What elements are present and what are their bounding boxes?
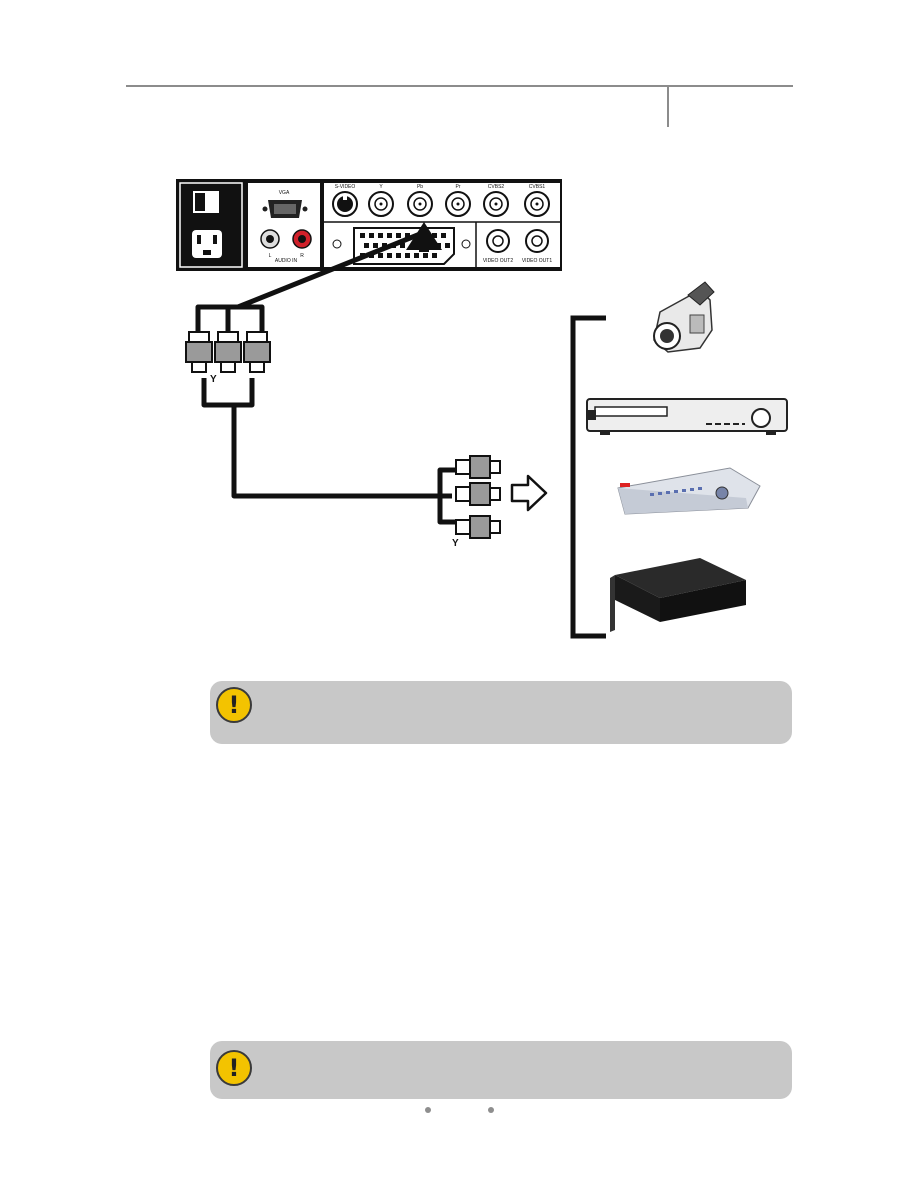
bnc-pr-port-icon bbox=[445, 191, 471, 217]
audio-right-label: R bbox=[300, 253, 304, 259]
audio-left-label: L bbox=[269, 253, 272, 259]
warning-icon: ! bbox=[216, 687, 252, 723]
bnc-plug-icon bbox=[214, 331, 242, 373]
bnc-plug-icon bbox=[243, 331, 271, 373]
vga-label: VGA bbox=[279, 190, 290, 196]
bnc-plug-icon bbox=[185, 331, 213, 373]
bnc-plug-group-top: Y bbox=[185, 331, 271, 385]
video-out1-port-icon bbox=[525, 229, 549, 253]
pr-label: Pr bbox=[456, 184, 461, 190]
video-out2-label: VIDEO OUT2 bbox=[483, 258, 514, 264]
rear-panel: VGA L R AUDIO IN S-VIDEO Y Pb Pr CVBS2 C… bbox=[176, 179, 562, 271]
camcorder-icon bbox=[653, 281, 715, 353]
bnc-plug-group-right: Y bbox=[452, 455, 501, 549]
audio-in-label: AUDIO IN bbox=[275, 258, 298, 264]
power-switch-icon bbox=[193, 191, 219, 213]
footer-dot-left bbox=[425, 1107, 431, 1113]
note-box-1: ! bbox=[210, 681, 792, 744]
audio-left-jack-icon bbox=[260, 229, 280, 249]
warning-icon: ! bbox=[216, 1050, 252, 1086]
vga-port-icon bbox=[262, 200, 308, 218]
dvr-icon bbox=[617, 467, 761, 515]
pb-label: Pb bbox=[417, 184, 423, 190]
footer-dot-right bbox=[488, 1107, 494, 1113]
bnc-y-port-icon bbox=[368, 191, 394, 217]
note-box-2: ! bbox=[210, 1041, 792, 1099]
component-cable bbox=[195, 229, 458, 525]
video-out1-label: VIDEO OUT1 bbox=[522, 258, 553, 264]
cable-top-y-label: Y bbox=[210, 374, 217, 385]
rack-unit-icon bbox=[610, 558, 746, 632]
cable-bottom-y-label: Y bbox=[452, 538, 459, 549]
y-label: Y bbox=[379, 184, 383, 190]
svideo-port-icon bbox=[332, 191, 358, 217]
header-rule bbox=[126, 85, 793, 87]
bnc-plug-icon bbox=[455, 515, 501, 539]
bnc-plug-icon bbox=[455, 482, 501, 506]
cvbs1-label: CVBS1 bbox=[529, 184, 546, 190]
insert-arrow-icon bbox=[406, 222, 442, 252]
bnc-cvbs2-port-icon bbox=[483, 191, 509, 217]
bnc-pb-port-icon bbox=[407, 191, 433, 217]
power-socket-icon bbox=[192, 230, 222, 258]
header-tab-marker bbox=[667, 87, 669, 127]
audio-right-jack-icon bbox=[292, 229, 312, 249]
bnc-plug-icon bbox=[455, 455, 501, 479]
bnc-cvbs1-port-icon bbox=[524, 191, 550, 217]
output-arrow-icon bbox=[510, 474, 548, 512]
connection-diagram: VGA L R AUDIO IN S-VIDEO Y Pb Pr CVBS2 C… bbox=[176, 179, 788, 639]
video-out2-port-icon bbox=[486, 229, 510, 253]
dvd-player-icon bbox=[586, 398, 788, 435]
cvbs2-label: CVBS2 bbox=[488, 184, 505, 190]
device-bracket bbox=[570, 315, 606, 639]
svideo-label: S-VIDEO bbox=[335, 184, 356, 190]
